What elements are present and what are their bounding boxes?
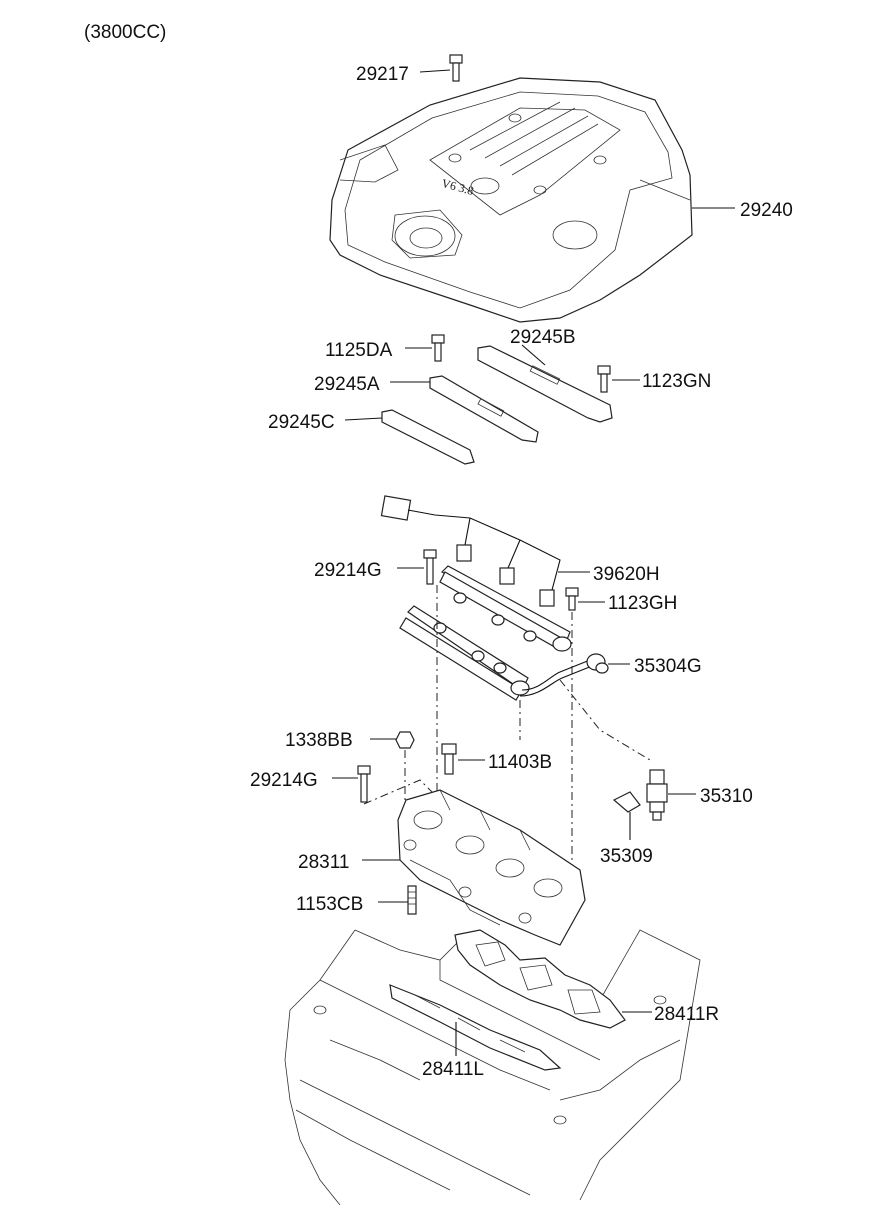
label-35310: 35310 [700, 786, 753, 807]
label-1125DA: 1125DA [325, 340, 393, 361]
label-35304G: 35304G [634, 656, 702, 677]
label-28411R: 28411R [654, 1004, 719, 1025]
nut-1338BB [395, 731, 415, 749]
label-29214G-lower: 29214G [250, 770, 318, 791]
bolt-1123GN [597, 365, 611, 393]
bracket-29245A [429, 375, 539, 443]
bolt-1123GH [565, 587, 579, 611]
label-29214G-top: 29214G [314, 560, 382, 581]
bolt-29214G-top [423, 549, 437, 585]
label-28311: 28311 [298, 852, 349, 873]
crossover-pipe [521, 659, 591, 691]
bolt-11403B [441, 743, 457, 775]
label-29240: 29240 [740, 200, 793, 221]
bolt-29214G-lower [357, 765, 371, 803]
fuel-rail-upper [439, 565, 572, 652]
label-35309: 35309 [600, 846, 653, 867]
label-29245C: 29245C [268, 412, 335, 433]
label-1123GN: 1123GN [642, 371, 711, 392]
label-29245A: 29245A [314, 374, 380, 395]
engine-note: (3800CC) [84, 22, 166, 43]
label-29217: 29217 [356, 64, 409, 85]
engine-block [284, 929, 701, 1206]
gasket-28411R [454, 929, 626, 1029]
label-1338BB: 1338BB [285, 730, 353, 751]
label-39620H: 39620H [593, 564, 660, 585]
fitting-35304G [586, 653, 609, 674]
label-1123GH: 1123GH [608, 593, 677, 614]
wiring-harness [380, 495, 561, 607]
clip-35309 [612, 791, 641, 813]
label-1153CB: 1153CB [296, 894, 363, 915]
intake-manifold [397, 789, 586, 946]
label-28411L: 28411L [422, 1059, 484, 1080]
bolt-29217 [449, 54, 463, 82]
stud-1153CB [407, 885, 417, 915]
bracket-29245B [477, 345, 613, 423]
label-29245B: 29245B [510, 327, 576, 348]
fuel-rail-lower [399, 605, 530, 701]
injector-35310 [646, 769, 668, 821]
engine-cover: V6 3.8 [329, 77, 693, 323]
bracket-29245C [381, 409, 475, 465]
label-11403B: 11403B [488, 752, 552, 773]
gasket-28411L [389, 984, 562, 1071]
bolt-1125DA [431, 334, 445, 362]
